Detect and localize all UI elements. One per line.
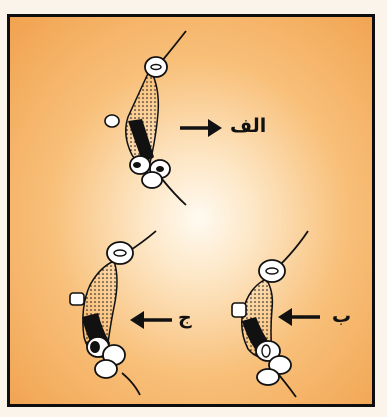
arrow-b [278, 308, 320, 326]
figure-frame: الف ب ج [7, 14, 375, 407]
label-b: ب [332, 307, 351, 326]
arrow-a [180, 119, 222, 137]
label-c: ج [178, 309, 192, 328]
label-a: الف [230, 117, 266, 136]
arrow-c [130, 311, 172, 329]
specimen-a [105, 31, 186, 205]
specimen-b [232, 231, 308, 397]
diagram-canvas [10, 17, 372, 404]
